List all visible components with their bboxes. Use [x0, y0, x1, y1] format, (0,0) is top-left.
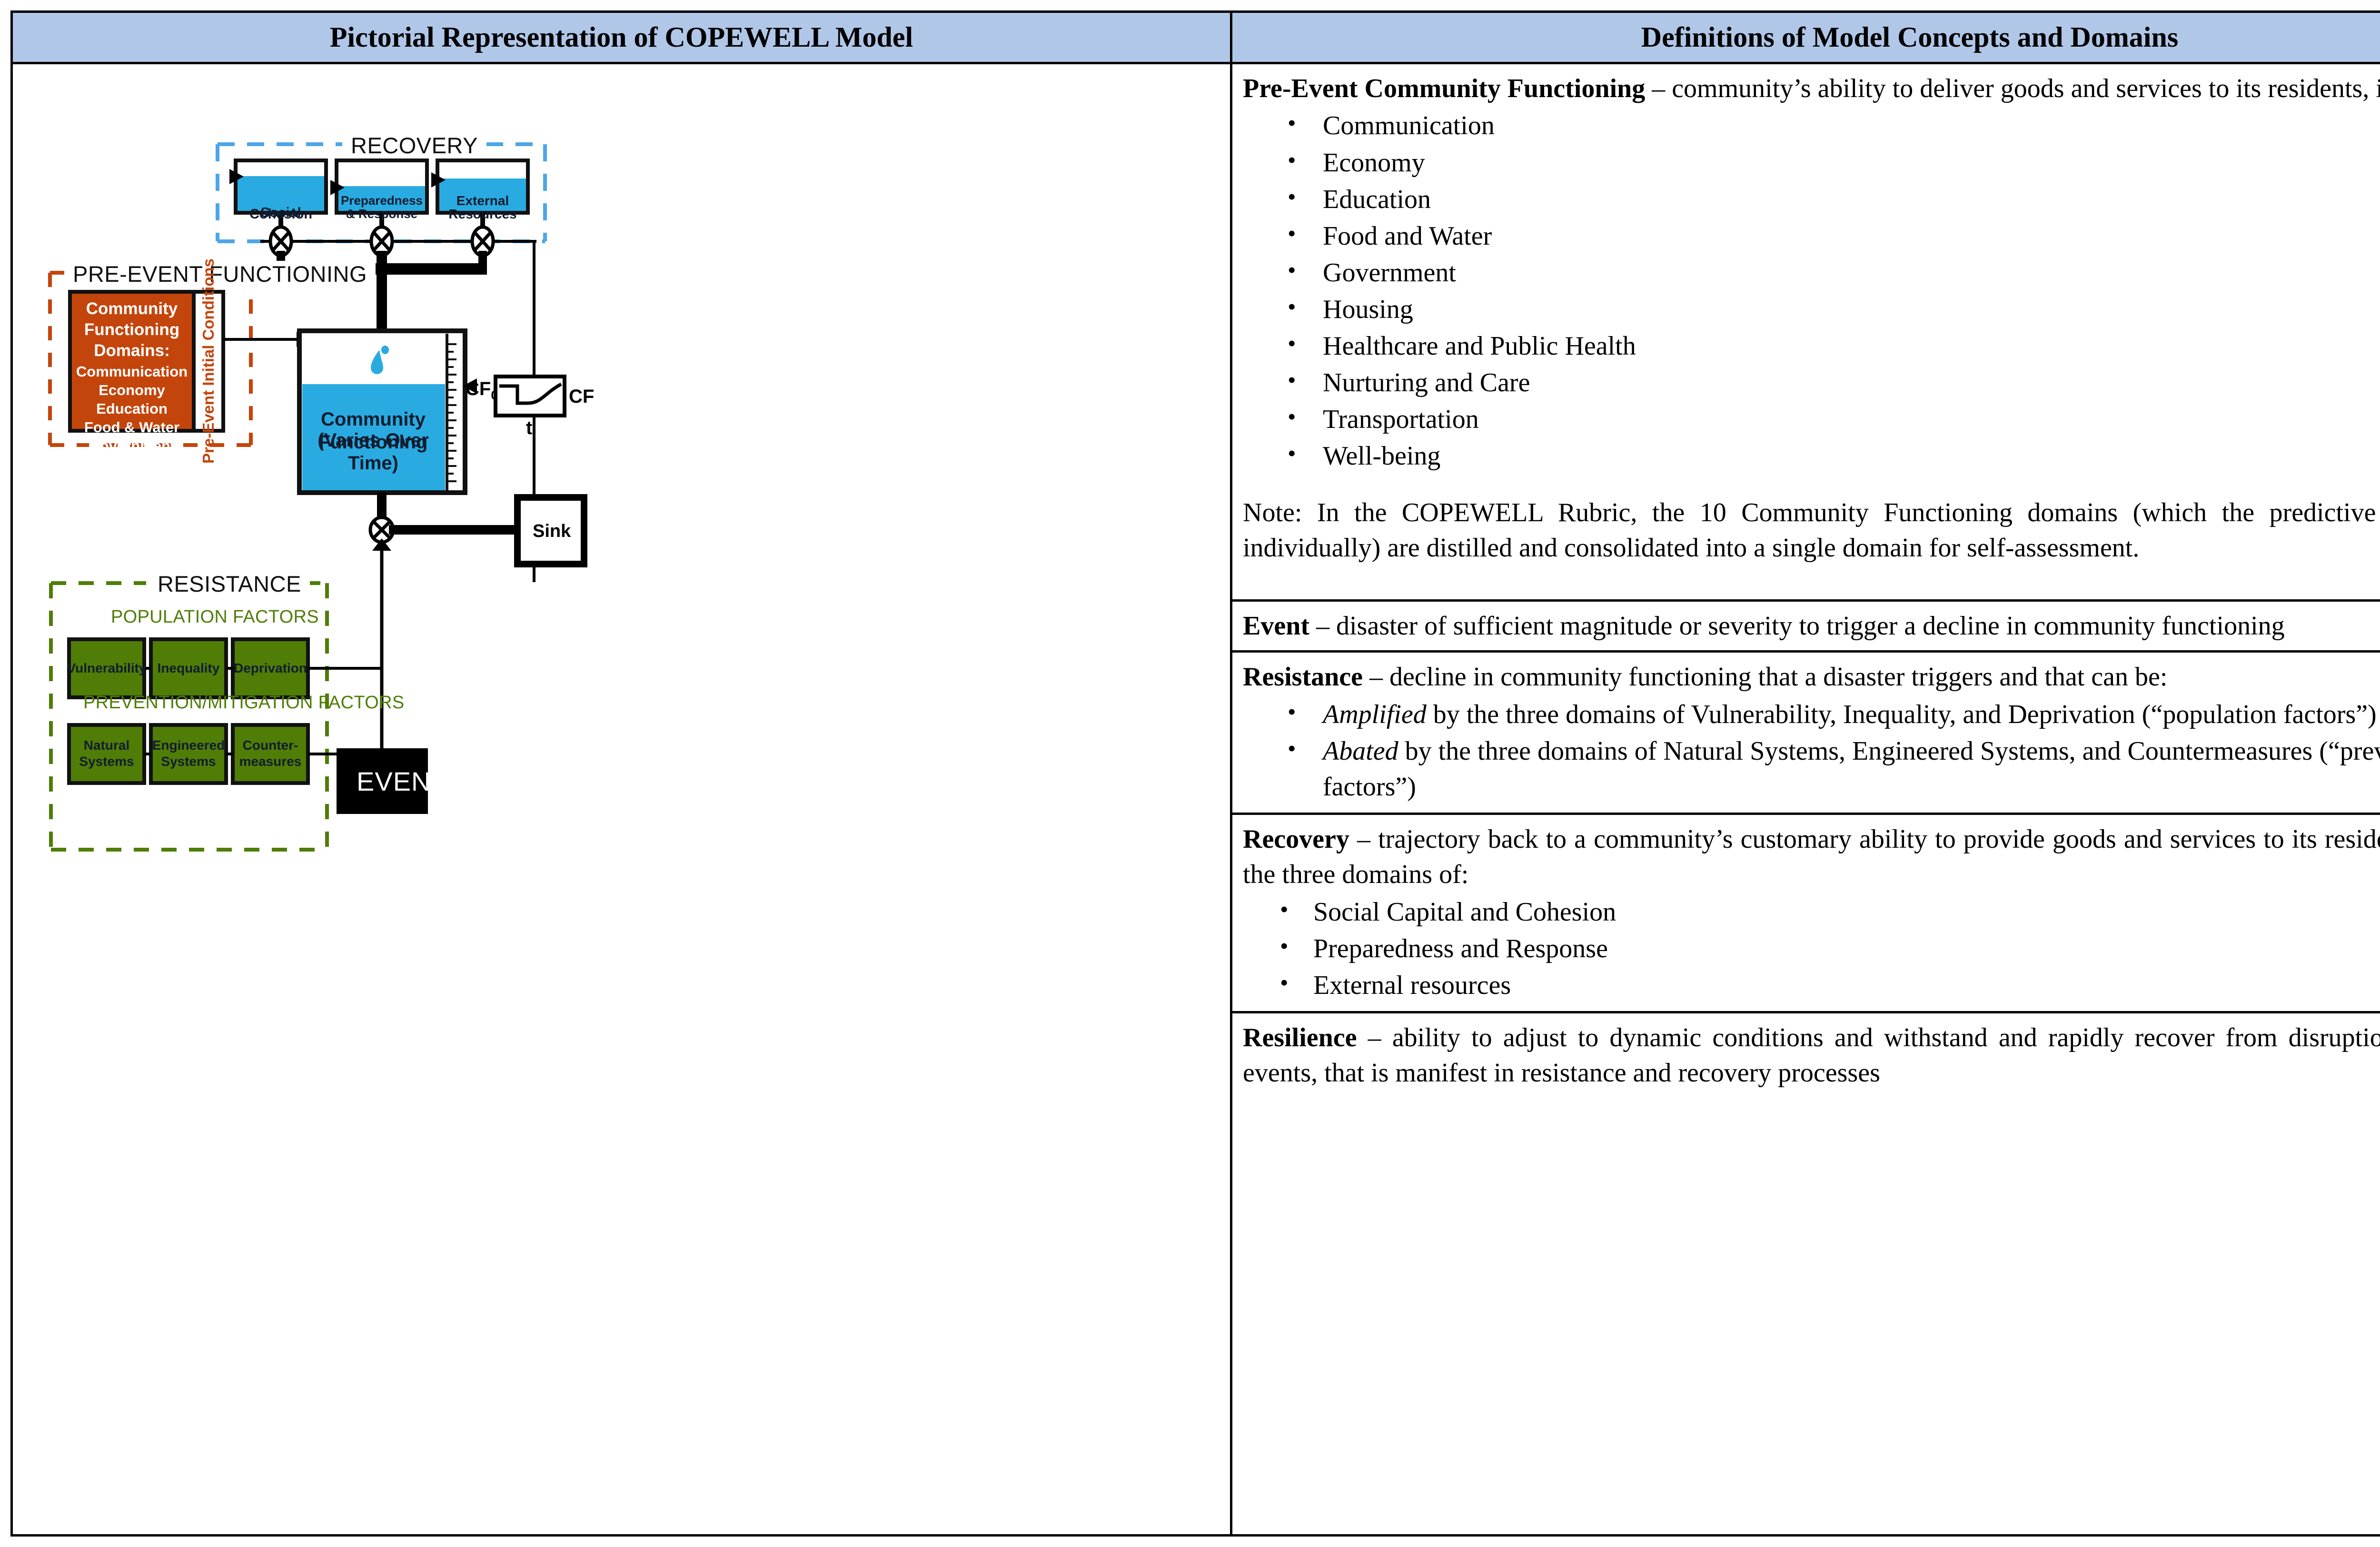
definition-dash: –: [1349, 824, 1378, 854]
list-item: Abated by the three domains of Natural S…: [1243, 733, 2380, 805]
list-item: External resources: [1243, 967, 2380, 1003]
definition-dash: –: [1309, 611, 1336, 641]
main-tank-label-line2: (Varies Over Time): [317, 430, 429, 474]
recovery-bullets: Social Capital and Cohesion Preparedness…: [1243, 893, 2380, 1003]
list-item: Transportation: [1243, 401, 2380, 437]
event-box-label: EVENT: [357, 766, 448, 796]
definition-term: Recovery: [1243, 824, 1349, 854]
definition-dash: –: [1357, 1022, 1392, 1052]
definition-dash: –: [1362, 662, 1389, 692]
definition-body: trajectory back to a community’s customa…: [1243, 824, 2380, 890]
domain-4: Government: [88, 437, 176, 455]
cf-graph-y-label: CF: [569, 386, 595, 407]
definition-body: community’s ability to deliver goods and…: [1672, 74, 2380, 103]
recovery-tank-external-resources: [431, 159, 530, 240]
domain-7: Nurturing & Care: [72, 512, 191, 529]
list-item: Education: [1243, 181, 2380, 218]
list-item: Food and Water: [1243, 218, 2380, 254]
water-droplet-icon: [371, 346, 389, 374]
pre-event-domain-bullets: Communication Economy Education Food and…: [1243, 107, 2380, 474]
cf-graph: [494, 375, 566, 417]
population-factor-boxes: [67, 637, 382, 699]
event-box: [337, 748, 428, 814]
population-factors-title: POPULATION FACTORS: [111, 607, 319, 627]
definitions-cell: Pre-Event Community Functioning – commun…: [1232, 64, 2380, 1534]
diagram-svg: [48, 142, 587, 852]
definition-body: ability to adjust to dynamic conditions …: [1243, 1022, 2380, 1088]
list-item: Amplified by the three domains of Vulner…: [1243, 696, 2380, 733]
list-item: Healthcare and Public Health: [1243, 327, 2380, 364]
sink-label: Sink: [533, 521, 571, 541]
definition-recovery: Recovery – trajectory back to a communit…: [1232, 815, 2380, 1013]
copewell-table: Pictorial Representation of COPEWELL Mod…: [10, 10, 2380, 1537]
domain-5: Housing: [102, 456, 161, 473]
definition-text: Recovery – trajectory back to a communit…: [1243, 822, 2380, 892]
definition-text: Resilience – ability to adjust to dynami…: [1243, 1020, 2380, 1091]
list-item: Social Capital and Cohesion: [1243, 893, 2380, 930]
valve-social-cohesion: [268, 225, 293, 258]
emphasis: Amplified: [1323, 699, 1427, 729]
definition-text: Resistance – decline in community functi…: [1243, 659, 2380, 694]
community-functioning-domains-list: Community Functioning Domains: Communica…: [70, 298, 194, 567]
pre-event-functioning-box: [68, 290, 225, 433]
domain-2: Education: [96, 400, 168, 417]
domain-6: Health Care & Public Health: [83, 475, 180, 510]
definition-dash: –: [1645, 74, 1672, 103]
list-item: Preparedness and Response: [1243, 930, 2380, 967]
recovery-tank-preparedness-response: [330, 159, 429, 240]
definition-term: Event: [1243, 611, 1309, 641]
copewell-rubric-note: Note: In the COPEWELL Rubric, the 10 Com…: [1243, 497, 2380, 563]
definition-body: decline in community functioning that a …: [1389, 662, 2168, 692]
definition-pre-event-community-functioning: Pre-Event Community Functioning – commun…: [1232, 64, 2380, 602]
definition-text: Event – disaster of sufficient magnitude…: [1243, 608, 2380, 644]
valve-external-resources: [470, 225, 495, 258]
recovery-valves: [260, 225, 536, 258]
prevention-factors-title: PREVENTION/MITIGATION FACTORS: [83, 693, 405, 713]
definition-event: Event – disaster of sufficient magnitude…: [1232, 602, 2380, 653]
definition-term: Resilience: [1243, 1022, 1357, 1052]
pre-event-initial-conditions-label: Pre-Event Initial Conditions: [199, 258, 217, 464]
domains-heading: Community Functioning Domains:: [84, 299, 180, 360]
pre-event-group-title: PRE-EVENT FUNCTIONING: [64, 261, 376, 287]
definition-body: disaster of sufficient magnitude or seve…: [1336, 611, 2285, 641]
bullet-rest: by the three domains of Natural Systems,…: [1323, 736, 2380, 802]
community-functioning-tank: [297, 328, 477, 495]
domain-8: Transportation: [80, 530, 184, 547]
diagram-cell: RECOVERY Social Cohesion Preparedness & …: [13, 64, 1232, 1534]
cf-graph-y0-label: CF0: [466, 378, 498, 402]
main-tank-label-line1: Community Functioning: [318, 409, 428, 453]
domain-9: Well-Being: [94, 549, 170, 566]
list-item: Communication: [1243, 107, 2380, 144]
table-body-row: RECOVERY Social Cohesion Preparedness & …: [13, 64, 2380, 1534]
header-right-title: Definitions of Model Concepts and Domain…: [1232, 13, 2380, 64]
definition-term: Pre-Event Community Functioning: [1243, 74, 1646, 103]
definition-resistance: Resistance – decline in community functi…: [1232, 653, 2380, 815]
bullet-rest: by the three domains of Vulnerability, I…: [1426, 699, 2380, 729]
copewell-diagram: RECOVERY Social Cohesion Preparedness & …: [13, 64, 1230, 1534]
resistance-bullets: Amplified by the three domains of Vulner…: [1243, 696, 2380, 805]
emphasis: Abated: [1323, 736, 1398, 766]
recovery-group-title: RECOVERY: [342, 132, 486, 159]
domain-3: Food & Water: [84, 419, 180, 436]
list-item: Well-being: [1243, 437, 2380, 474]
list-item: Economy: [1243, 144, 2380, 181]
table-header-row: Pictorial Representation of COPEWELL Mod…: [13, 13, 2380, 64]
domain-0: Communication: [76, 363, 188, 380]
resistance-group-title: RESISTANCE: [149, 571, 310, 597]
header-left-title: Pictorial Representation of COPEWELL Mod…: [13, 13, 1232, 64]
tank-outflow-and-sink: [368, 493, 587, 750]
list-item: Nurturing and Care: [1243, 364, 2380, 401]
definition-text: Pre-Event Community Functioning – commun…: [1243, 71, 2380, 106]
definition-term: Resistance: [1243, 662, 1363, 692]
cf-graph-x-label: t: [526, 417, 533, 438]
definition-resilience: Resilience – ability to adjust to dynami…: [1232, 1013, 2380, 1098]
list-item: Housing: [1243, 291, 2380, 327]
domain-1: Economy: [99, 382, 165, 399]
prevention-factor-boxes: [67, 723, 382, 785]
list-item: Government: [1243, 254, 2380, 291]
